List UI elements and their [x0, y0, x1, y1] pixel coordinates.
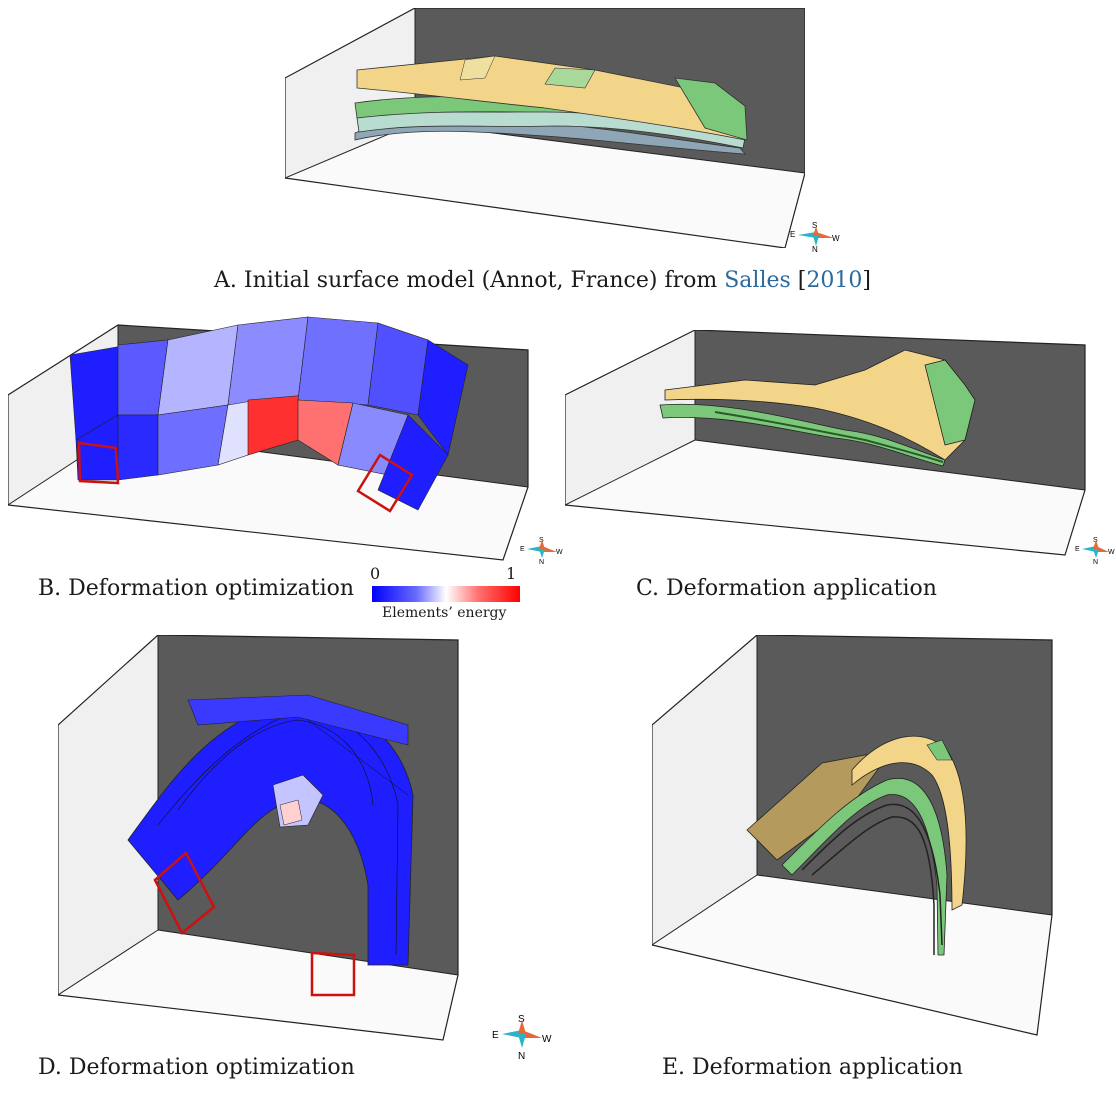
energy-colorbar: 0 1 Elements’ energy	[370, 564, 530, 624]
svg-text:N: N	[812, 245, 818, 254]
colorbar-title: Elements’ energy	[382, 605, 507, 621]
panel-a-view	[285, 8, 805, 248]
citation-author-link[interactable]: Salles	[724, 268, 791, 293]
panel-c-view	[565, 330, 1090, 560]
svg-text:S: S	[812, 221, 817, 230]
colorbar-gradient	[372, 586, 520, 602]
fixed-element-right	[356, 453, 414, 513]
caption-d: D. Deformation optimization	[38, 1055, 355, 1080]
fixed-element-left	[77, 441, 120, 485]
svg-text:N: N	[518, 1051, 525, 1060]
arch-mesh-elements	[127, 694, 414, 966]
svg-text:E: E	[1075, 546, 1080, 553]
colorbar-min-label: 0	[370, 564, 381, 583]
svg-text:N: N	[539, 559, 544, 565]
svg-text:S: S	[539, 537, 544, 544]
fixed-element-bottom	[310, 951, 356, 997]
citation-year-link[interactable]: 2010	[806, 268, 863, 293]
deformed-surfaces	[659, 349, 976, 467]
svg-text:W: W	[832, 234, 840, 243]
panel-b-view	[8, 315, 538, 565]
deformation-mesh-elements	[69, 316, 469, 511]
caption-a: A. Initial surface model (Annot, France)…	[214, 268, 871, 293]
svg-text:E: E	[520, 546, 525, 553]
svg-text:W: W	[1108, 549, 1115, 556]
caption-e: E. Deformation application	[662, 1055, 963, 1080]
panel-d-view	[58, 635, 508, 1045]
arch-deformed-surfaces	[746, 735, 967, 956]
svg-text:E: E	[492, 1030, 499, 1041]
geological-surfaces	[354, 55, 748, 155]
panel-e-view	[652, 635, 1102, 1045]
floor	[285, 123, 805, 248]
svg-text:S: S	[518, 1014, 525, 1025]
svg-text:W: W	[542, 1034, 552, 1045]
colorbar-max-label: 1	[506, 564, 517, 583]
svg-text:N: N	[1093, 559, 1098, 565]
side-wall	[285, 8, 415, 178]
caption-b: B. Deformation optimization	[38, 576, 355, 601]
svg-text:W: W	[556, 549, 563, 556]
compass-d: E W S N	[492, 1012, 552, 1064]
svg-text:S: S	[1093, 537, 1098, 544]
compass-a: E W S N	[790, 220, 842, 258]
fixed-element-top	[153, 851, 216, 935]
compass-b: E W S N	[520, 535, 564, 569]
svg-text:E: E	[790, 230, 795, 239]
compass-c: E W S N	[1075, 535, 1115, 569]
caption-c: C. Deformation application	[636, 576, 937, 601]
